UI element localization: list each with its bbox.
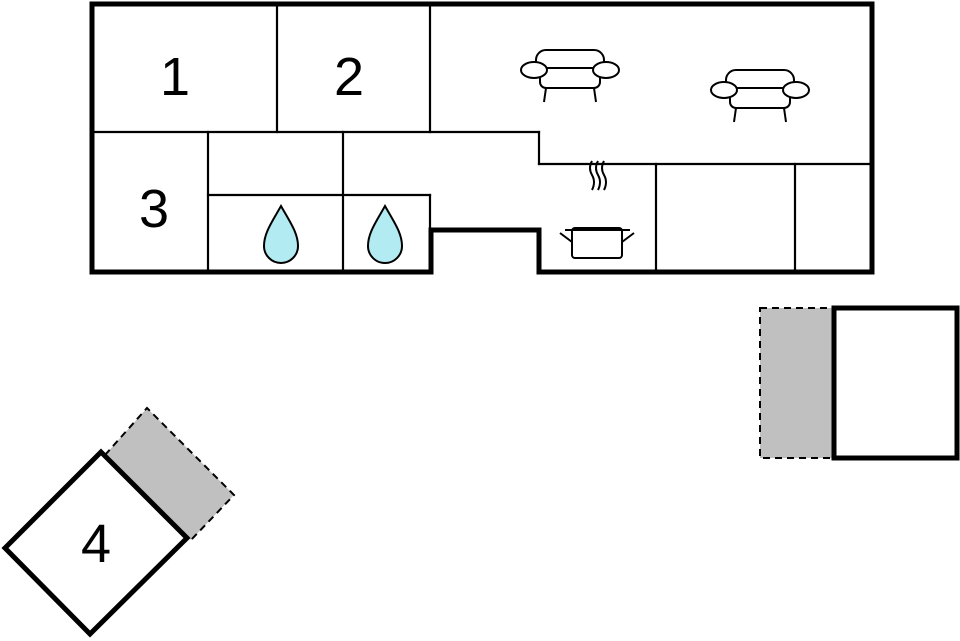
sofa-icon <box>520 49 620 103</box>
main-building <box>89 1 875 275</box>
terrace-right <box>759 307 835 459</box>
cooking-pot-icon <box>559 160 635 259</box>
outbuilding-right-wall <box>831 305 960 461</box>
water-drop-icon <box>366 203 404 264</box>
room-1-label: 1 <box>160 47 190 107</box>
building-outer-wall <box>89 1 875 275</box>
room-2-label: 2 <box>334 47 364 107</box>
outbuilding-right <box>759 305 960 461</box>
water-drop-icon <box>262 203 300 264</box>
sofa-icon <box>710 69 810 123</box>
room-4-label: 4 <box>81 514 111 574</box>
room-3-label: 3 <box>139 179 169 239</box>
room-4-wall <box>1 448 191 638</box>
room-4-building: 4 <box>1 406 236 638</box>
interior-walls <box>90 2 874 274</box>
